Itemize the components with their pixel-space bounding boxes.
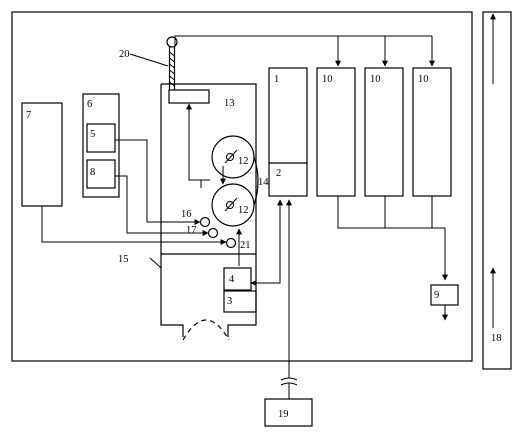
label-2: 2 bbox=[276, 168, 281, 179]
label-15: 15 bbox=[118, 254, 129, 265]
label-1: 1 bbox=[274, 74, 279, 85]
rod-20-knob bbox=[166, 36, 178, 48]
box-13 bbox=[168, 89, 210, 104]
label-21: 21 bbox=[240, 240, 251, 251]
label-12-upper: 12 bbox=[238, 156, 249, 167]
dial-symbols bbox=[224, 149, 238, 212]
box-5 bbox=[86, 123, 116, 153]
label-12-lower: 12 bbox=[238, 205, 249, 216]
tank-10-c bbox=[412, 67, 452, 197]
label-17: 17 bbox=[186, 225, 197, 236]
outer-frame bbox=[11, 11, 473, 362]
box-19 bbox=[264, 398, 313, 427]
tank-1 bbox=[268, 67, 308, 197]
column-18 bbox=[482, 11, 512, 370]
label-7: 7 bbox=[26, 110, 31, 121]
box-6 bbox=[82, 93, 120, 198]
vessel-outlet-dashed bbox=[182, 319, 230, 341]
label-13: 13 bbox=[224, 98, 235, 109]
label-9: 9 bbox=[434, 290, 439, 301]
box-3 bbox=[223, 290, 257, 313]
tank-10-a bbox=[316, 67, 356, 197]
label-20: 20 bbox=[119, 49, 130, 60]
box-8 bbox=[86, 159, 116, 189]
line-break-mark bbox=[280, 377, 298, 386]
rod-20-hatch bbox=[169, 51, 175, 87]
label-3: 3 bbox=[227, 296, 232, 307]
label-16: 16 bbox=[181, 209, 192, 220]
circle-21 bbox=[225, 237, 237, 249]
circle-17 bbox=[207, 227, 219, 239]
connections bbox=[41, 13, 496, 399]
vessel-15 bbox=[160, 83, 257, 337]
tank-10-b bbox=[364, 67, 404, 197]
label-19: 19 bbox=[278, 409, 289, 420]
circle-16 bbox=[199, 216, 211, 228]
label-8: 8 bbox=[90, 167, 95, 178]
label-5: 5 bbox=[90, 129, 95, 140]
label-10-c: 10 bbox=[418, 74, 429, 85]
label-10-a: 10 bbox=[322, 74, 333, 85]
label-6: 6 bbox=[87, 99, 92, 110]
label-14: 14 bbox=[258, 177, 269, 188]
label-18: 18 bbox=[491, 333, 502, 344]
label-4: 4 bbox=[229, 274, 235, 285]
label-10-b: 10 bbox=[370, 74, 381, 85]
